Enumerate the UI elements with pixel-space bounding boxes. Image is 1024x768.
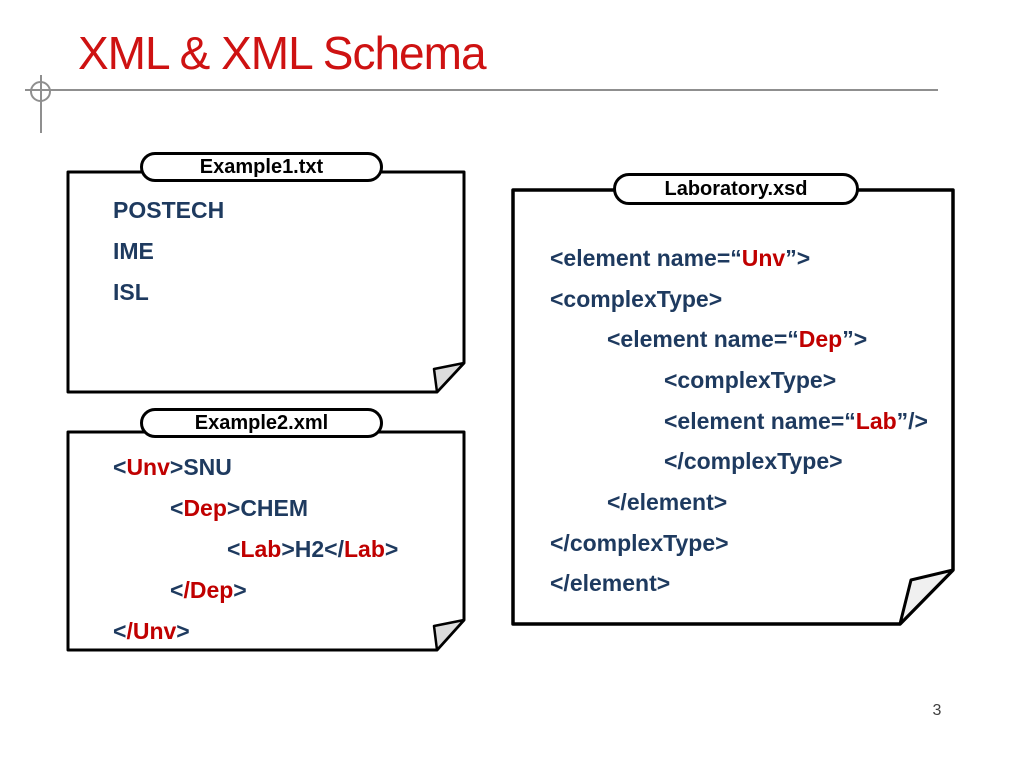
note-body: POSTECH IME ISL [113, 190, 224, 313]
code-line: <complexType> [550, 279, 928, 320]
code-line: ISL [113, 272, 224, 313]
code-segment: > [176, 618, 190, 644]
code-segment: Lab [343, 536, 385, 562]
code-line: <element name=“Unv”> [550, 238, 928, 279]
tab-label: Example1.txt [199, 155, 324, 178]
code-segment: Lab [240, 536, 282, 562]
code-line: </Dep> [170, 570, 398, 611]
code-line: </element> [607, 482, 928, 523]
code-segment: >SNU [169, 454, 232, 480]
folded-corner [432, 618, 466, 652]
note-body: <Unv>SNU<Dep>CHEM<Lab>H2</Lab></Dep></Un… [113, 447, 398, 652]
code-line: <element name=“Dep”> [607, 319, 928, 360]
tab-example1-txt: Example1.txt [140, 152, 383, 182]
code-segment: >CHEM [226, 495, 309, 521]
code-segment: <element name=“ [550, 244, 742, 271]
code-segment: Unv [126, 454, 170, 480]
code-segment: < [227, 536, 241, 562]
note-shape [66, 170, 466, 394]
code-segment: </complexType> [664, 448, 843, 475]
note-laboratory-xsd: Laboratory.xsd <element name=“Unv”><comp… [511, 171, 961, 631]
code-segment: ”> [785, 244, 811, 271]
code-segment: >H2</ [281, 536, 344, 562]
code-segment: /Unv [126, 618, 177, 644]
code-segment: < [170, 577, 184, 603]
tab-label: Example2.xml [194, 411, 329, 434]
code-segment: POSTECH [113, 197, 225, 223]
code-segment: <element name=“ [607, 326, 799, 353]
title-underline-rule [25, 89, 938, 91]
code-line: <Unv>SNU [113, 447, 398, 488]
code-segment: </element> [607, 488, 728, 515]
code-segment: < [170, 495, 184, 521]
code-segment: <complexType> [664, 366, 837, 393]
code-line: IME [113, 231, 224, 272]
tab-laboratory-xsd: Laboratory.xsd [613, 173, 859, 205]
code-line: </element> [550, 564, 928, 605]
ornament-circle [30, 81, 51, 102]
code-segment: Dep [798, 326, 843, 353]
code-segment: > [384, 536, 399, 562]
note-body: <element name=“Unv”><complexType><elemen… [550, 238, 928, 604]
code-line: <Dep>CHEM [170, 488, 398, 529]
code-segment: Dep [183, 495, 227, 521]
folded-corner [432, 361, 466, 394]
ornament-vertical-line [40, 75, 42, 133]
code-segment: ISL [113, 279, 149, 305]
note-example1-txt: Example1.txt POSTECH IME ISL [66, 150, 470, 398]
code-segment: <complexType> [550, 285, 723, 312]
code-line: POSTECH [113, 190, 224, 231]
code-segment: > [233, 577, 247, 603]
code-segment: IME [113, 238, 154, 264]
code-segment: ”> [842, 326, 868, 353]
page-number: 3 [932, 702, 942, 719]
code-segment: </complexType> [550, 529, 729, 556]
code-line: </complexType> [550, 523, 928, 564]
tab-example2-xml: Example2.xml [140, 408, 383, 438]
code-line: <Lab>H2</Lab> [227, 529, 398, 570]
folded-corner [898, 568, 955, 626]
code-segment: < [113, 454, 127, 480]
code-segment: ”/> [896, 407, 928, 434]
note-example2-xml: Example2.xml <Unv>SNU<Dep>CHEM<Lab>H2</L… [66, 406, 470, 656]
note-shape [66, 430, 466, 652]
code-line: </complexType> [664, 441, 928, 482]
code-line: <complexType> [664, 360, 928, 401]
code-line: <element name=“Lab”/> [664, 401, 928, 442]
tab-label: Laboratory.xsd [664, 177, 808, 200]
code-segment: /Dep [183, 577, 234, 603]
code-segment: Unv [741, 244, 786, 271]
code-segment: </element> [550, 570, 671, 597]
code-segment: Lab [855, 407, 897, 434]
code-segment: <element name=“ [664, 407, 856, 434]
code-segment: < [113, 618, 127, 644]
slide-title: XML & XML Schema [78, 27, 487, 79]
code-line: </Unv> [113, 611, 398, 652]
note-shape [511, 188, 955, 626]
